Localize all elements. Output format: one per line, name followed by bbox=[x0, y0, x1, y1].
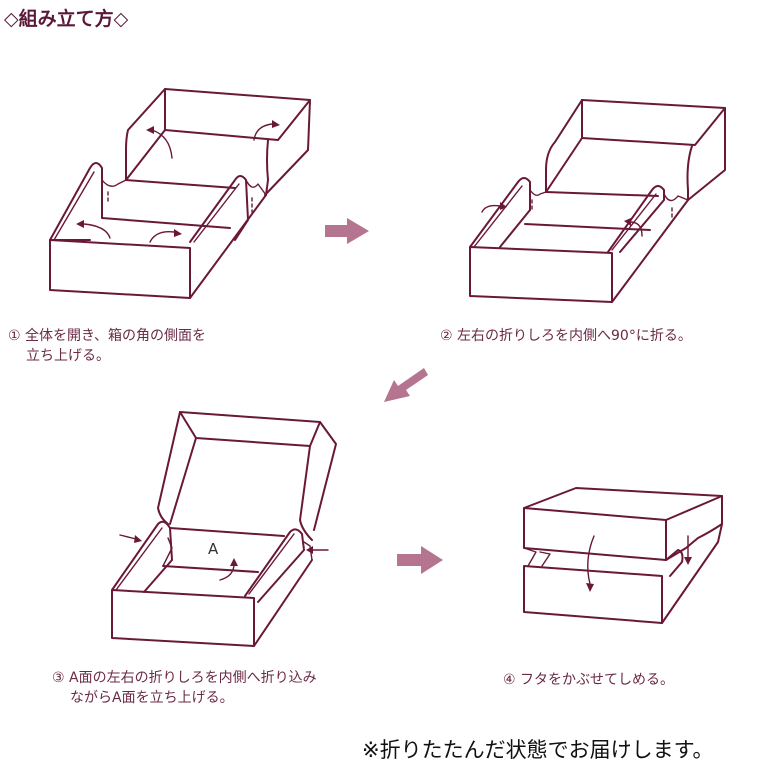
step1-caption: ① 全体を開き、箱の角の側面を 立ち上げる。 bbox=[8, 326, 206, 366]
step4-figure bbox=[523, 487, 723, 624]
step4-caption: ④ フタをかぶせてしめる。 bbox=[503, 670, 674, 690]
step3-figure: A bbox=[111, 411, 337, 647]
step2-figure bbox=[469, 99, 726, 303]
page-title: ◇組み立て方◇ bbox=[4, 8, 129, 30]
arrow-right-3-to-4 bbox=[397, 546, 443, 574]
step2-caption: ② 左右の折りしろを内側へ90°に折る。 bbox=[440, 326, 692, 346]
step3-caption-line1: ③ A面の左右の折りしろを内側へ折り込み bbox=[52, 670, 317, 686]
arrow-right-1-to-2 bbox=[325, 218, 369, 244]
step1-caption-line1: ① 全体を開き、箱の角の側面を bbox=[8, 328, 207, 344]
step3-caption-line2: ながらA面を立ち上げる。 bbox=[70, 690, 234, 706]
panel-a-label: A bbox=[208, 540, 219, 558]
step2-caption-line1: ② 左右の折りしろを内側へ90°に折る。 bbox=[440, 328, 692, 344]
step3-caption: ③ A面の左右の折りしろを内側へ折り込み ながらA面を立ち上げる。 bbox=[52, 668, 317, 708]
step4-caption-line1: ④ フタをかぶせてしめる。 bbox=[503, 672, 675, 688]
step1-caption-line2: 立ち上げる。 bbox=[26, 348, 110, 364]
delivery-note: ※折りたたんだ状態でお届けします。 bbox=[362, 738, 714, 762]
step1-figure bbox=[49, 88, 311, 299]
arrow-diagonal-2-to-3 bbox=[384, 368, 428, 402]
